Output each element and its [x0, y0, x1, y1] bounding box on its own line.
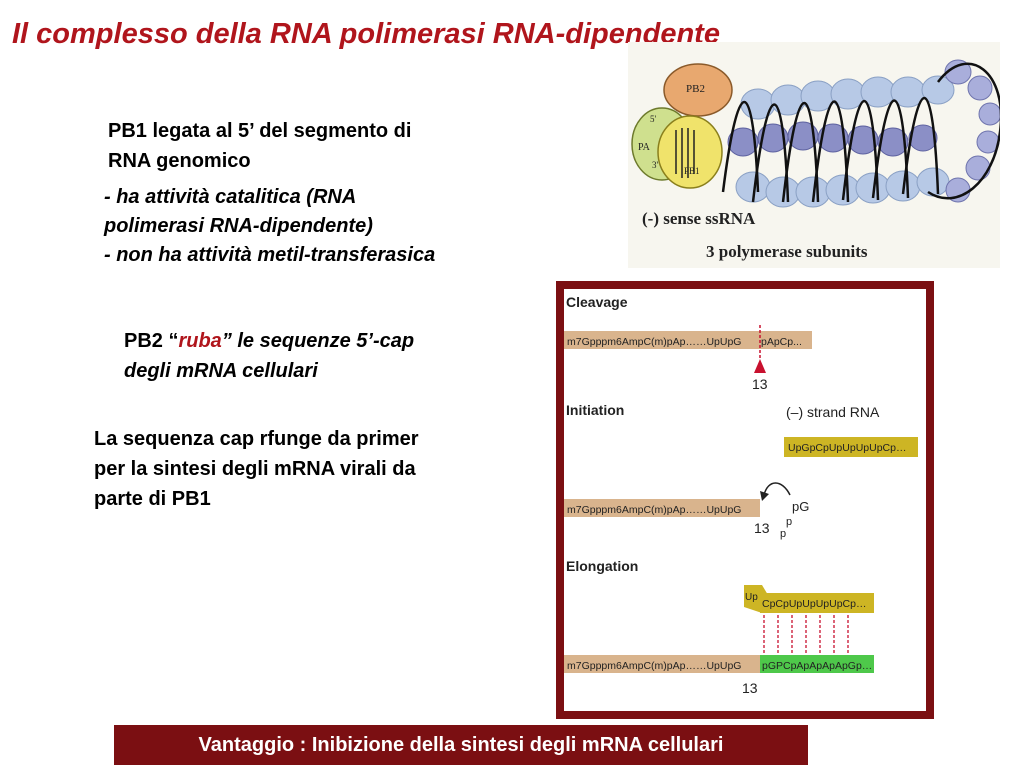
- cap-snatching-figure: Cleavage m7Gpppm6AmpC(m)pAp……UpUpG pApCp…: [556, 281, 934, 719]
- cleavage-site-number: 13: [752, 376, 768, 392]
- strand-label: (–) strand RNA: [786, 404, 880, 420]
- pb1-line1: PB1 legata al 5’ del segmento di: [108, 120, 412, 142]
- elongation-mrna-bar: [564, 655, 760, 673]
- pb2-suffix: ” le sequenze 5’-cap: [221, 330, 415, 352]
- pb2-description: PB2 “ruba” le sequenze 5’-cap degli mRNA…: [124, 326, 414, 386]
- cleavage-heading: Cleavage: [566, 294, 628, 310]
- polymerase-complex-figure: PB2 PA 5' 3' PB1 (-) sense ssRNA 3 polym…: [628, 42, 1003, 268]
- initiation-mrna-bar: [564, 499, 760, 517]
- five-prime-label: 5': [650, 114, 657, 124]
- activity-line3: - non ha attività metil-transferasica: [104, 244, 436, 266]
- pb1-subunit: [657, 115, 723, 189]
- pa-label: PA: [638, 142, 651, 153]
- elongation-up-label: Up: [745, 592, 758, 603]
- cap-primer-text: La sequenza cap rfunge da primer per la …: [94, 424, 419, 514]
- three-prime-label: 3': [652, 160, 659, 170]
- nucleoprotein-beads: [721, 59, 1003, 208]
- initiation-heading: Initiation: [566, 402, 624, 418]
- pb2-prefix: PB2 “: [124, 330, 179, 352]
- initiation-arrowhead: [760, 491, 769, 501]
- activity-line1: - ha attività catalitica (RNA: [104, 186, 357, 208]
- cap-line1: La sequenza cap rfunge da primer: [94, 428, 419, 450]
- pb2-subunit: [663, 63, 733, 117]
- elongation-heading: Elongation: [566, 558, 638, 574]
- pb1-description: PB1 legata al 5’ del segmento di RNA gen…: [108, 116, 411, 176]
- elongation-template-seq: CpCpUpUpUpUpCp…: [762, 598, 866, 610]
- advantage-banner: Vantaggio : Inibizione della sintesi deg…: [114, 725, 808, 765]
- pb2-label: PB2: [686, 83, 705, 95]
- cap-line3: parte di PB1: [94, 488, 211, 510]
- elongation-new-rna-bar: [760, 655, 874, 673]
- elongation-site-number: 13: [742, 680, 758, 696]
- pb1-line2: RNA genomico: [108, 150, 251, 172]
- p2-label: p: [780, 528, 786, 540]
- elongation-template-bar: [760, 593, 874, 613]
- cleavage-mrna-seq: m7Gpppm6AmpC(m)pAp……UpUpG: [567, 336, 741, 348]
- elongation-mrna-seq: m7Gpppm6AmpC(m)pAp……UpUpG: [567, 660, 741, 672]
- elongation-new-rna-seq: pGPCpApApApApGp…: [762, 660, 872, 672]
- activity-line2: polimerasi RNA-dipendente): [104, 215, 373, 237]
- initiation-site-number: 13: [754, 520, 770, 536]
- cleavage-fragment-seq: pApCp...: [761, 336, 802, 348]
- template-strand-bar: [784, 437, 918, 457]
- polymerase-subunits: [631, 63, 733, 189]
- slide-title: Il complesso della RNA polimerasi RNA-di…: [12, 18, 720, 50]
- complex-caption-1: (-) sense ssRNA: [642, 209, 756, 228]
- cap-line2: per la sintesi degli mRNA virali da: [94, 458, 416, 480]
- pg-label: pG: [792, 499, 809, 514]
- base-pair-lines: [763, 615, 849, 653]
- cleavage-mrna-bar: [564, 331, 760, 349]
- cleavage-arrow: [754, 359, 766, 373]
- pb2-ruba-word: ruba: [178, 330, 222, 352]
- pb2-line2: degli mRNA cellulari: [124, 360, 318, 382]
- initiation-mrna-seq: m7Gpppm6AmpC(m)pAp……UpUpG: [567, 504, 741, 516]
- complex-caption-2: 3 polymerase subunits: [706, 242, 868, 261]
- p1-label: p: [786, 516, 792, 528]
- cleavage-fragment-bar: [760, 331, 812, 349]
- pb1-label: PB1: [684, 166, 700, 176]
- template-strand-seq: UpGpCpUpUpUpUpCp…: [788, 442, 906, 454]
- pb1-activity-list: - ha attività catalitica (RNA polimerasi…: [104, 183, 435, 270]
- initiation-curved-arrow: [763, 482, 791, 496]
